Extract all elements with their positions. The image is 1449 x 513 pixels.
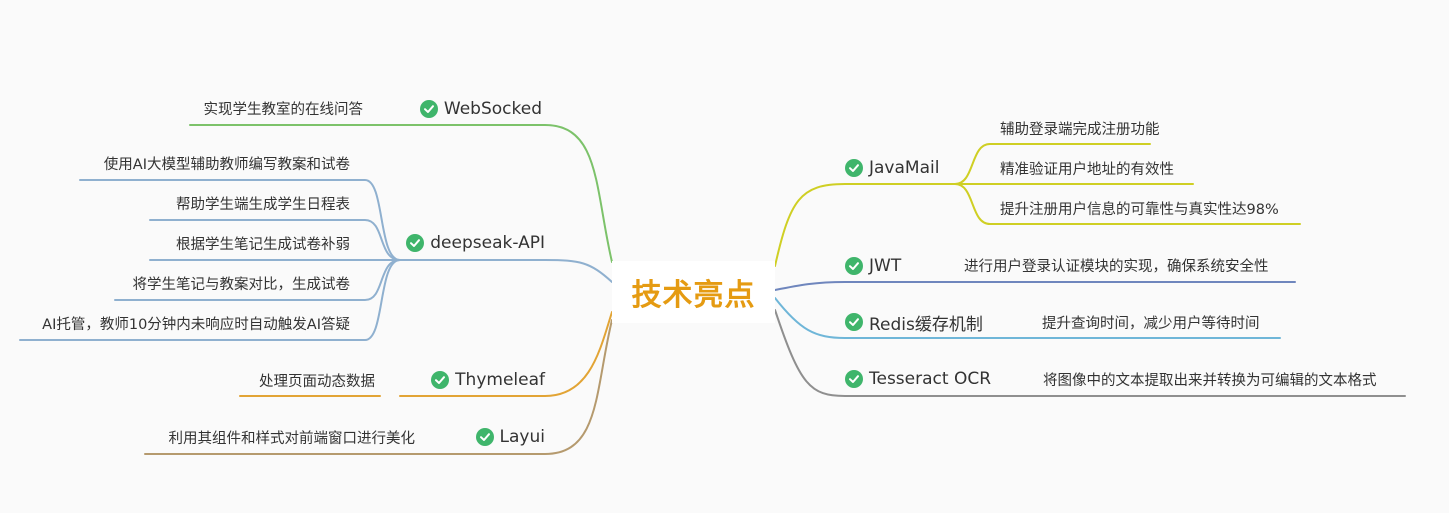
leaf-item[interactable]: 提升注册用户信息的可靠性与真实性达98% [1000, 202, 1279, 218]
connector-websocked [379, 124, 613, 263]
branch-label: WebSocked [443, 99, 542, 119]
connector-deepseak [399, 259, 613, 283]
connector-deepseak-leaf [19, 259, 401, 341]
check-icon [475, 428, 494, 446]
check-icon [845, 370, 863, 388]
leaf-item[interactable]: 使用AI大模型辅助教师编写教案和试卷 [103, 157, 350, 173]
leaf-item[interactable]: 帮助学生端生成学生日程表 [176, 197, 350, 213]
branch-label: Layui [499, 427, 545, 447]
connector-javamail [774, 183, 956, 267]
leaf-item[interactable]: AI托管，教师10分钟内未响应时自动触发AI答疑 [42, 317, 350, 333]
branch-label: JavaMail [869, 158, 940, 178]
branch-websocked[interactable]: WebSocked [380, 98, 542, 120]
leaf-item[interactable]: 将学生笔记与教案对比，生成试卷 [132, 277, 351, 293]
branch-label: Thymeleaf [455, 370, 545, 390]
branch-label: JWT [869, 256, 902, 276]
branch-label: Redis缓存机制 [869, 314, 983, 335]
leaf-item[interactable]: 根据学生笔记生成试卷补弱 [176, 237, 350, 253]
leaf-item[interactable]: 辅助登录端完成注册功能 [1000, 122, 1160, 138]
branch-thymeleaf[interactable]: Thymeleaf [400, 369, 545, 391]
connector-deepseak-leaf [79, 179, 401, 261]
branch-label: Tesseract OCR [869, 369, 992, 389]
check-icon [419, 100, 438, 118]
leaf-item[interactable]: 将图像中的文本提取出来并转换为可编辑的文本格式 [1043, 373, 1377, 389]
check-icon [845, 257, 863, 275]
connector-tesseract [774, 309, 1406, 397]
leaf-item[interactable]: 利用其组件和样式对前端窗口进行美化 [168, 431, 416, 447]
check-icon [845, 159, 863, 177]
branch-tesseract-ocr[interactable]: Tesseract OCR [845, 368, 991, 390]
connector-thymeleaf [399, 311, 613, 397]
leaf-item[interactable]: 精准验证用户地址的有效性 [1000, 162, 1174, 178]
connector-javamail-leaf [954, 143, 1151, 185]
check-icon [845, 313, 863, 331]
check-icon [406, 234, 425, 252]
connector-redis [774, 297, 1281, 339]
branch-jwt[interactable]: JWT [845, 255, 901, 277]
branch-javamail[interactable]: JavaMail [845, 157, 939, 179]
branch-redis[interactable]: Redis缓存机制 [845, 311, 983, 335]
leaf-item[interactable]: 提升查询时间，减少用户等待时间 [1042, 316, 1260, 332]
branch-label: deepseak-API [430, 233, 545, 253]
leaf-item[interactable]: 进行用户登录认证模块的实现，确保系统安全性 [964, 259, 1269, 275]
check-icon [431, 371, 450, 389]
connector-deepseak-leaf [149, 219, 401, 261]
branch-deepseak-api[interactable]: deepseak-API [370, 232, 545, 254]
root-label: 技术亮点 [631, 278, 756, 313]
connector-layui [439, 319, 613, 455]
connector-jwt [774, 281, 1296, 291]
leaf-item[interactable]: 实现学生教室的在线问答 [203, 102, 364, 118]
leaf-item[interactable]: 处理页面动态数据 [259, 374, 375, 390]
branch-layui[interactable]: Layui [440, 426, 545, 448]
root-node[interactable]: 技术亮点 [612, 261, 775, 323]
connector-javamail-leaf [954, 183, 1301, 225]
